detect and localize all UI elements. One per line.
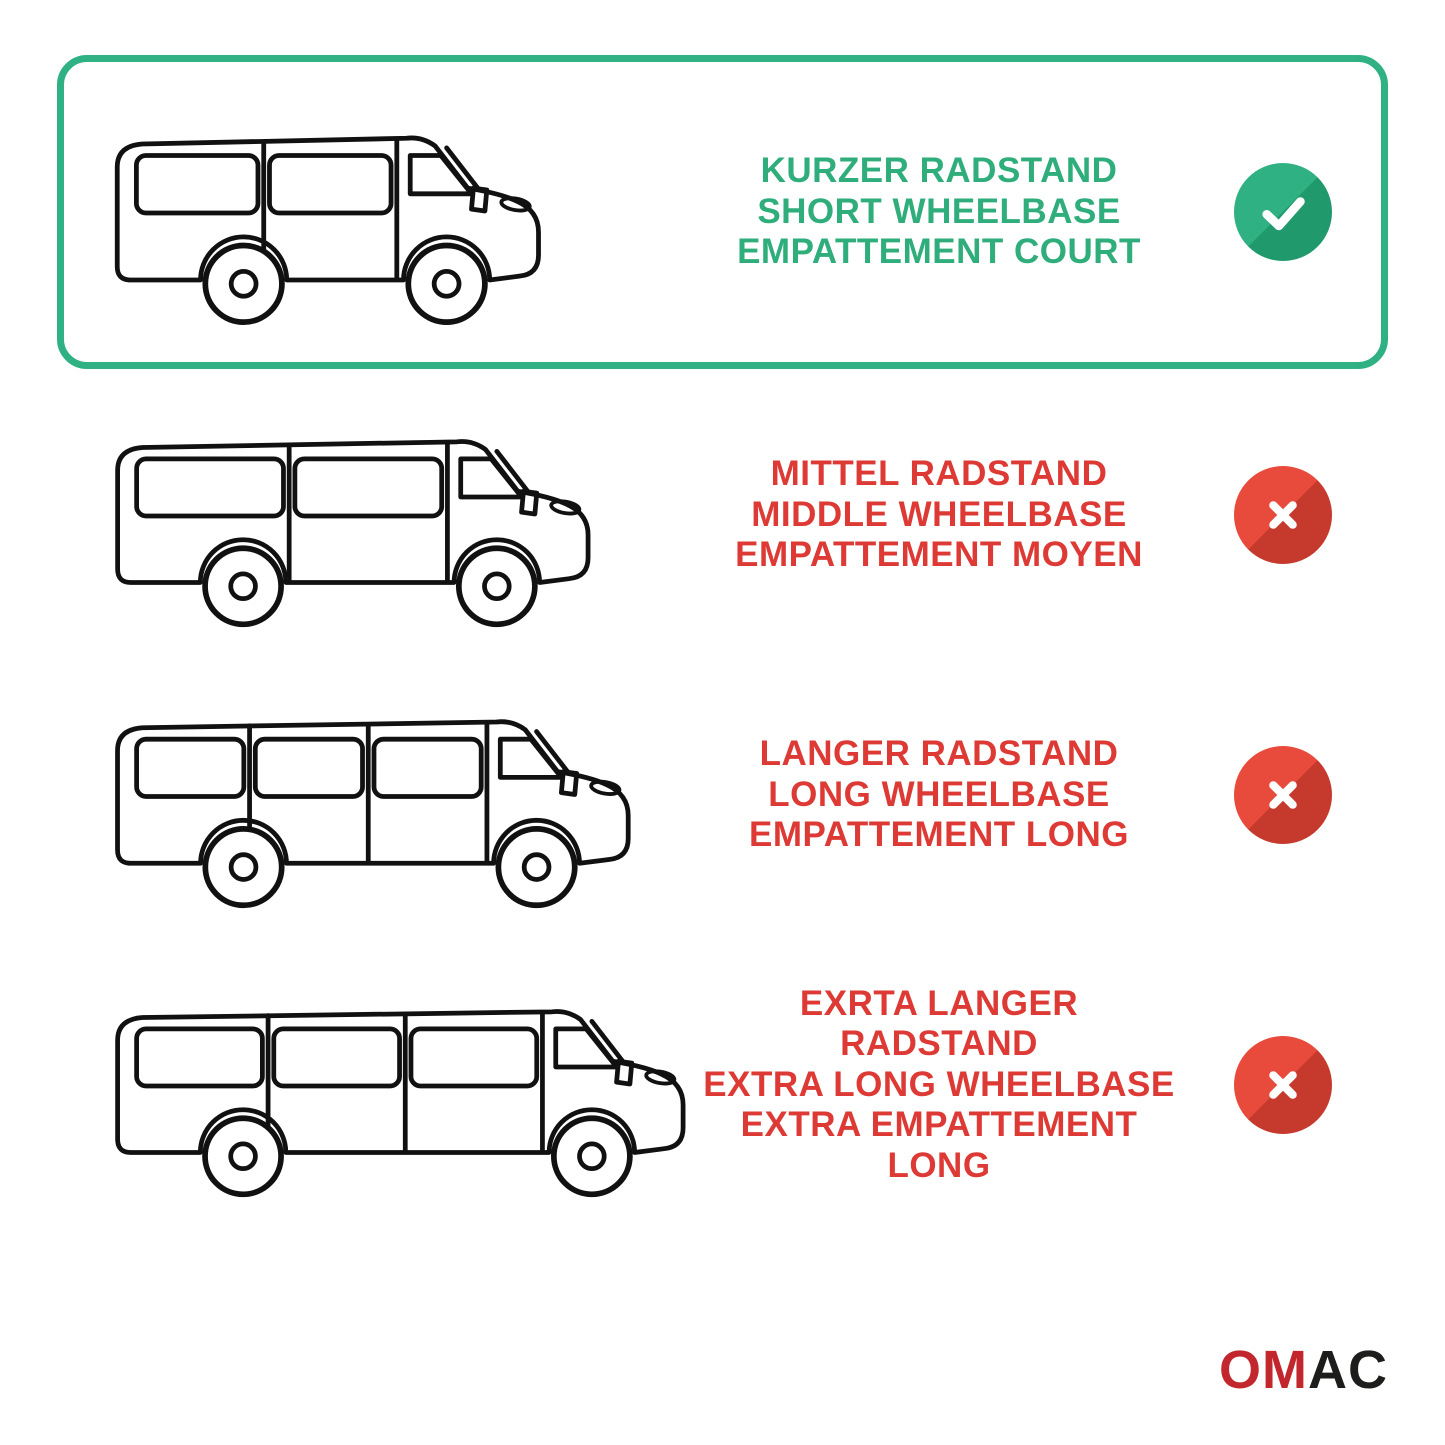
wheelbase-option-row-middle: MITTEL RADSTAND MIDDLE WHEELBASE EMPATTE… bbox=[60, 375, 1388, 655]
option-label-line: EMPATTEMENT LONG bbox=[748, 815, 1129, 855]
option-label-middle: MITTEL RADSTAND MIDDLE WHEELBASE EMPATTE… bbox=[700, 454, 1178, 576]
option-label-line: EMPATTEMENT MOYEN bbox=[735, 535, 1143, 575]
option-label-line: LONG WHEELBASE bbox=[768, 774, 1110, 814]
option-label-line: EXRTA LANGER RADSTAND bbox=[799, 983, 1079, 1064]
x-icon bbox=[1234, 746, 1332, 844]
status-icon-zone bbox=[1178, 163, 1388, 261]
option-label-line: EXTRA EMPATTEMENT LONG bbox=[740, 1105, 1138, 1185]
wheelbase-option-row-extra-long: EXRTA LANGER RADSTAND EXTRA LONG WHEELBA… bbox=[60, 945, 1388, 1225]
van-illustration-long bbox=[60, 680, 700, 911]
option-label-extra-long: EXRTA LANGER RADSTAND EXTRA LONG WHEELBA… bbox=[700, 984, 1178, 1187]
logo-text-red: OM bbox=[1219, 1340, 1308, 1400]
option-label-line: MITTEL RADSTAND bbox=[770, 454, 1108, 494]
status-icon-zone bbox=[1178, 1036, 1388, 1134]
wheelbase-option-row-short: KURZER RADSTAND SHORT WHEELBASE EMPATTEM… bbox=[60, 72, 1388, 352]
option-label-long: LANGER RADSTAND LONG WHEELBASE EMPATTEME… bbox=[700, 734, 1178, 856]
status-icon-zone bbox=[1178, 466, 1388, 564]
option-label-line: MIDDLE WHEELBASE bbox=[751, 494, 1127, 534]
x-icon bbox=[1234, 466, 1332, 564]
x-icon bbox=[1234, 1036, 1332, 1134]
option-label-line: LANGER RADSTAND bbox=[759, 734, 1119, 774]
option-label-line: KURZER RADSTAND bbox=[760, 151, 1118, 191]
check-icon bbox=[1234, 163, 1332, 261]
option-label-line: EMPATTEMENT COURT bbox=[737, 232, 1141, 272]
option-label-line: EXTRA LONG WHEELBASE bbox=[703, 1064, 1175, 1104]
wheelbase-option-row-long: LANGER RADSTAND LONG WHEELBASE EMPATTEME… bbox=[60, 655, 1388, 935]
option-label-short: KURZER RADSTAND SHORT WHEELBASE EMPATTEM… bbox=[700, 151, 1178, 273]
option-label-line: SHORT WHEELBASE bbox=[757, 191, 1121, 231]
selected-option-highlight bbox=[57, 55, 1388, 369]
van-illustration-short bbox=[60, 96, 700, 328]
status-icon-zone bbox=[1178, 746, 1388, 844]
omac-logo: OMAC bbox=[1219, 1343, 1388, 1397]
logo-text-dark: AC bbox=[1308, 1340, 1388, 1400]
van-illustration-middle bbox=[60, 400, 700, 630]
van-illustration-extra-long bbox=[60, 970, 700, 1200]
